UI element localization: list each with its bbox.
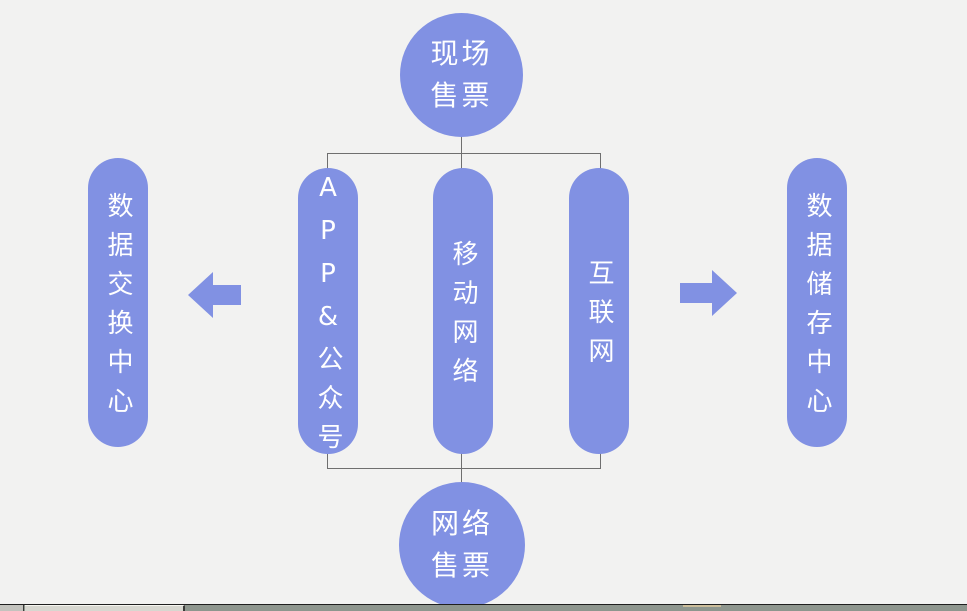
connector-top-horizontal — [327, 153, 601, 154]
node-onsite-ticketing-line2: 售票 — [430, 79, 493, 112]
node-onsite-ticketing-line1: 现场 — [430, 37, 493, 70]
node-mobile-network-label: 移动网络 — [448, 239, 478, 396]
statusbar-segment-left — [0, 605, 24, 611]
node-online-ticketing: 网络 售票 — [399, 482, 525, 608]
node-onsite-ticketing: 现场 售票 — [400, 13, 523, 137]
node-data-storage-center-label: 数据储存中心 — [802, 192, 832, 426]
node-internet: 互联网 — [569, 168, 629, 454]
connector-bottom-horizontal — [327, 468, 601, 469]
statusbar-segment-tab — [25, 605, 185, 611]
arrow-left-icon — [188, 272, 241, 318]
connector-bottom-stem — [461, 468, 462, 483]
node-data-storage-center: 数据储存中心 — [787, 158, 847, 447]
connector-bottom-rise-middle — [461, 452, 462, 468]
connector-top-drop-right — [600, 153, 601, 170]
connector-top-stem — [461, 136, 462, 153]
node-online-ticketing-line1: 网络 — [430, 507, 493, 540]
node-internet-label: 互联网 — [584, 259, 614, 376]
node-data-exchange-center-label: 数据交换中心 — [103, 192, 133, 426]
node-data-exchange-center: 数据交换中心 — [88, 158, 148, 447]
node-app-public-account: APP&公众号 — [298, 168, 358, 462]
node-online-ticketing-line2: 售票 — [430, 549, 493, 582]
arrow-right-icon — [680, 270, 737, 316]
connector-top-drop-middle — [461, 153, 462, 170]
connector-bottom-rise-left — [327, 452, 328, 468]
window-edge-statusbar — [0, 604, 967, 611]
node-mobile-network: 移动网络 — [433, 168, 493, 454]
statusbar-highlight — [683, 605, 721, 607]
connector-bottom-rise-right — [600, 452, 601, 468]
node-app-public-account-label: APP&公众号 — [313, 173, 343, 462]
connector-top-drop-left — [327, 153, 328, 170]
